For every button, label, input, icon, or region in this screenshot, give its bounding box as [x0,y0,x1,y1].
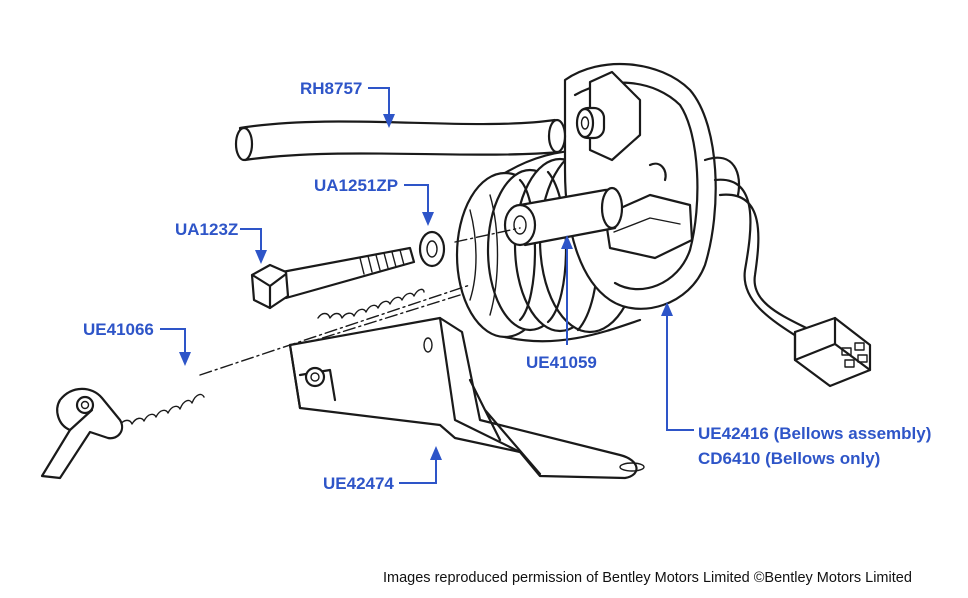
mounting-bracket [288,316,645,480]
label-ua1251zp-washer: UA1251ZP [314,176,399,195]
callout-leaders [160,87,694,484]
label-ue42474-bracket: UE42474 [323,474,394,493]
wiring-loom [703,156,872,388]
bolt [250,246,416,310]
copyright-credit: Images reproduced permission of Bentley … [383,570,912,586]
label-ue41059-bellows-body: UE41059 [526,353,597,372]
hose [234,118,567,162]
lever-arm [40,387,124,480]
label-rh8757-hose: RH8757 [300,79,363,98]
label-ue42416-bellows-assembly: UE42416 (Bellows assembly) [698,424,932,443]
label-ue41066-spring: UE41066 [83,320,154,339]
washer [418,230,446,268]
bellows-housing [503,62,717,310]
spring-linkage [119,288,425,426]
label-cd6410-bellows-only: CD6410 (Bellows only) [698,449,881,468]
assembly-centre-lines [199,227,521,376]
label-ua123z-bolt: UA123Z [175,220,239,239]
